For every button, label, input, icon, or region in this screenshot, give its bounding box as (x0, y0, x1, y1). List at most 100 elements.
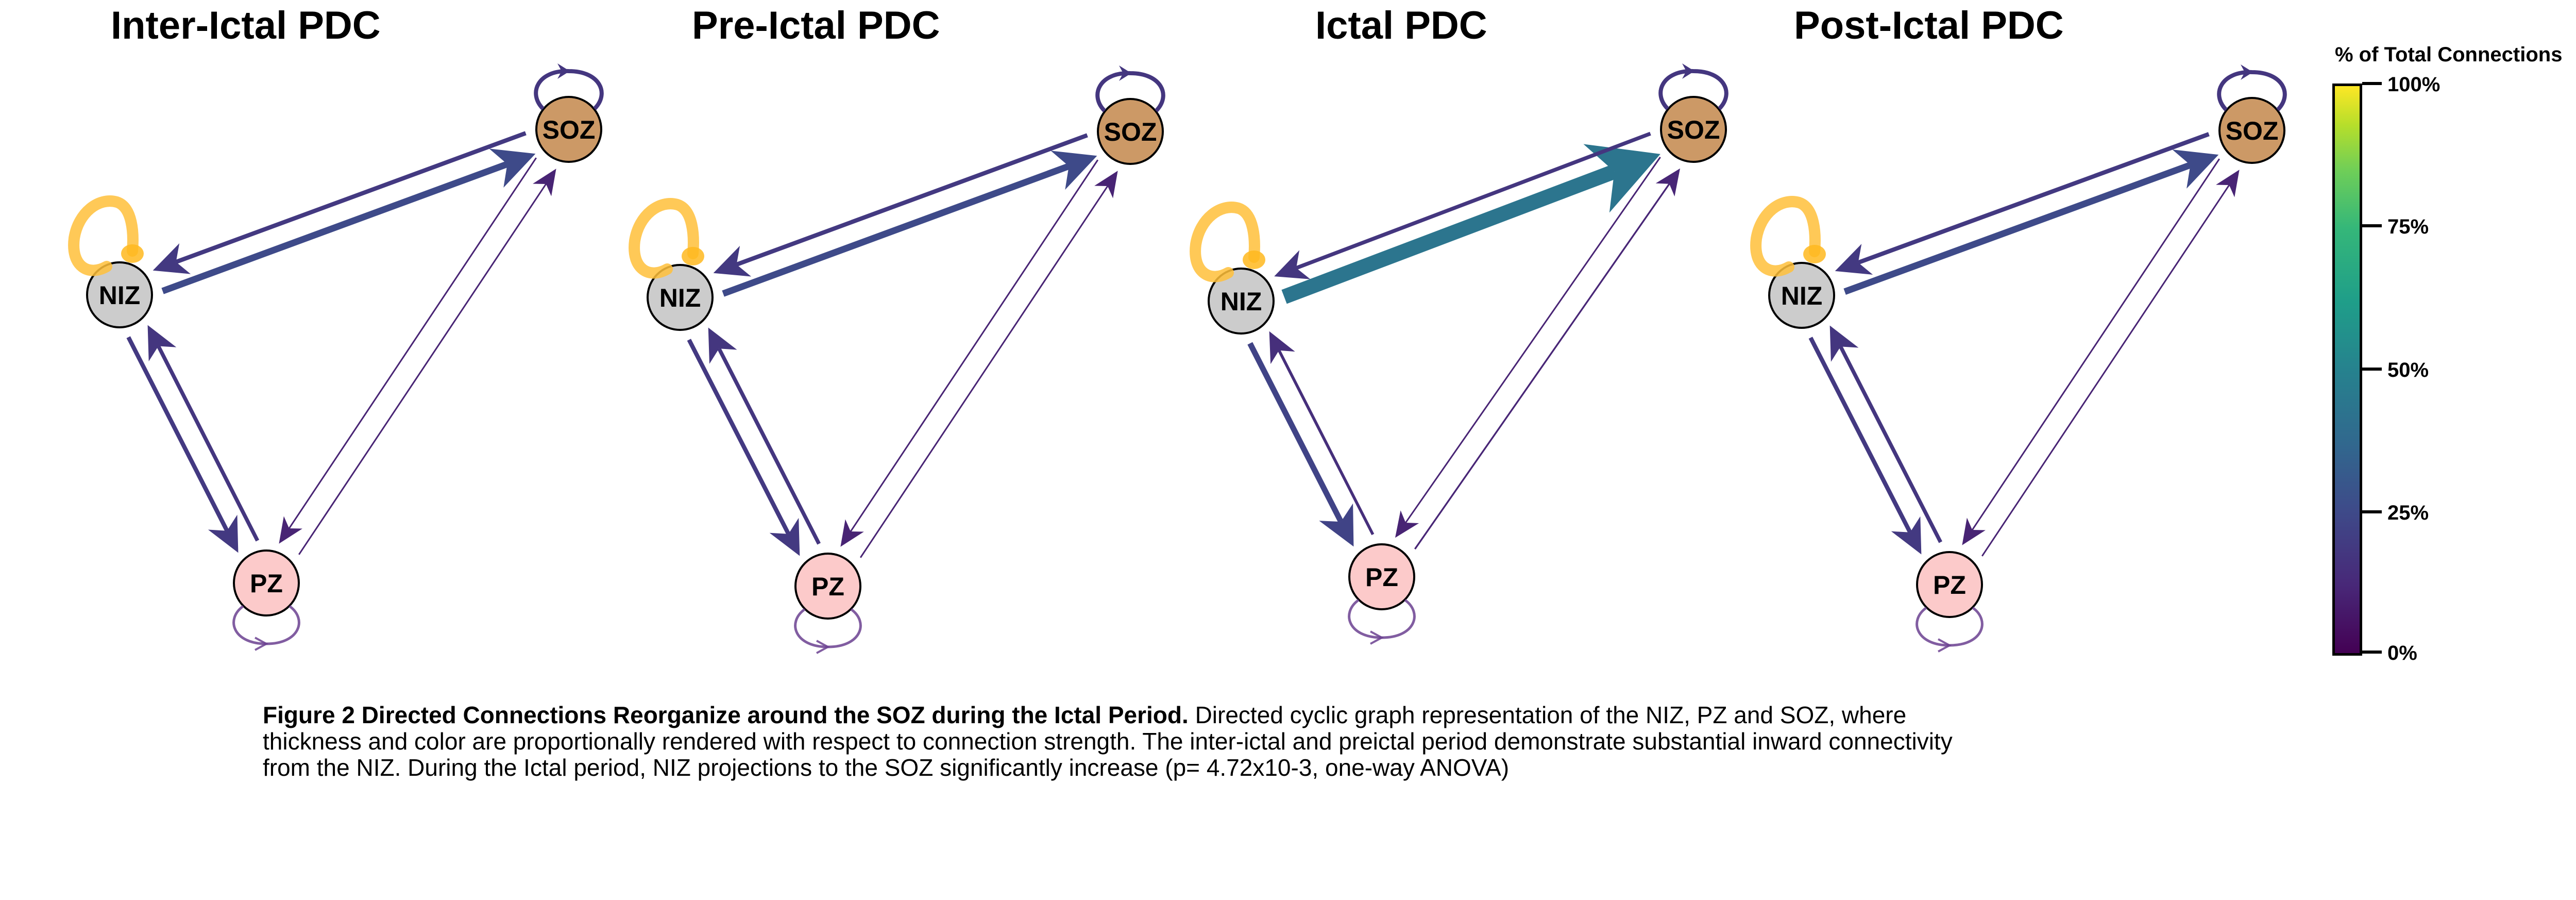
self-loop-niz (1750, 196, 1821, 277)
edge-niz-to-pz (1808, 337, 1912, 534)
node-soz (1097, 98, 1164, 165)
arrowhead-pz-to-soz (2216, 170, 2240, 197)
edge-pz-to-soz (859, 186, 1109, 558)
node-label-pz: PZ (811, 572, 844, 601)
node-soz (535, 96, 602, 163)
colorbar-label-50: 50% (2387, 359, 2429, 381)
node-label-niz: NIZ (1221, 287, 1262, 316)
node-label-pz: PZ (1933, 571, 1966, 599)
arrowhead-pz-to-soz (1655, 168, 1681, 197)
edge-soz-to-niz (1295, 131, 1651, 270)
panel-title-pre-ictal: Pre-Ictal PDC (692, 4, 940, 47)
node-niz (647, 264, 714, 331)
edge-soz-to-pz (1971, 158, 2221, 530)
arrowhead-self-loop-pz (816, 640, 831, 654)
edge-pz-to-soz (298, 184, 547, 555)
self-loop-niz (629, 198, 699, 279)
caption-title: Figure 2 Directed Connections Reorganize… (263, 702, 1189, 728)
arrowhead-niz-to-pz (769, 518, 800, 556)
caption-body: Directed cyclic graph representation of … (263, 702, 1953, 781)
arrowhead-self-loop-soz (2241, 64, 2253, 80)
arrowhead-self-loop-niz (682, 247, 704, 265)
arrowhead-self-loop-niz (1243, 251, 1265, 269)
node-label-niz: NIZ (659, 284, 701, 312)
arrowhead-self-loop-soz (1119, 65, 1131, 81)
node-soz (1660, 96, 1727, 163)
node-pz (794, 553, 861, 620)
colorbar-label-100: 100% (2387, 73, 2441, 96)
arrowhead-self-loop-niz (1803, 245, 1826, 263)
arrowhead-soz-to-niz (1274, 250, 1311, 279)
arrowhead-niz-to-pz (1319, 503, 1354, 547)
arrowhead-pz-to-niz (147, 325, 177, 361)
edge-niz-to-pz (687, 339, 791, 535)
colorbar-tick-50 (2362, 368, 2382, 371)
node-pz (1348, 543, 1415, 610)
arrowhead-soz-to-niz (152, 243, 191, 274)
arrowhead-niz-to-soz (1583, 144, 1660, 213)
figure: Inter-Ictal PDC Pre-Ictal PDC Ictal PDC … (68, 4, 2287, 654)
arrowhead-pz-to-niz (1829, 325, 1859, 362)
edge-pz-to-niz (717, 347, 821, 545)
edge-niz-to-soz (1281, 164, 1617, 304)
edge-pz-to-niz (157, 345, 260, 542)
arrowhead-niz-to-soz (1050, 151, 1097, 190)
self-loop-niz (68, 195, 139, 276)
edge-pz-to-niz (1839, 345, 1942, 543)
arrowhead-soz-to-pz (840, 519, 864, 547)
arrowhead-self-loop-pz (1370, 630, 1384, 645)
arrowhead-niz-to-soz (2172, 149, 2219, 189)
node-soz (2218, 97, 2285, 164)
arrowhead-soz-to-niz (713, 245, 752, 277)
node-niz (1768, 262, 1835, 329)
edge-soz-to-pz (850, 159, 1099, 532)
colorbar-label-25: 25% (2387, 502, 2429, 524)
edge-pz-to-soz (1414, 183, 1670, 550)
panel-title-inter-ictal: Inter-Ictal PDC (111, 4, 381, 47)
colorbar-label-75: 75% (2387, 215, 2429, 238)
node-pz (233, 549, 300, 616)
arrowhead-soz-to-pz (1395, 510, 1419, 538)
edge-soz-to-pz (288, 157, 537, 529)
edge-pz-to-soz (1981, 185, 2230, 557)
edge-soz-to-niz (175, 131, 527, 264)
colorbar-label-0: 0% (2387, 642, 2417, 664)
edge-soz-to-niz (1857, 132, 2210, 265)
edge-niz-to-soz (1843, 162, 2192, 295)
edge-niz-to-soz (722, 163, 1070, 297)
arrowhead-pz-to-soz (532, 169, 556, 196)
colorbar-tick-25 (2362, 510, 2382, 513)
arrowhead-self-loop-niz (121, 244, 144, 263)
node-niz (1208, 268, 1275, 335)
colorbar-tick-0 (2362, 651, 2382, 654)
graph-panel-0: NIZ SOZ PZ (68, 63, 604, 651)
arrowhead-self-loop-soz (557, 63, 570, 79)
arrowhead-niz-to-soz (489, 148, 536, 188)
figure-caption: Figure 2 Directed Connections Reorganize… (263, 702, 1963, 781)
arrowhead-niz-to-pz (208, 514, 239, 553)
node-niz (86, 261, 153, 328)
node-pz (1916, 551, 1983, 618)
arrowhead-soz-to-niz (1835, 244, 1873, 275)
edge-niz-to-soz (161, 161, 509, 294)
node-label-niz: NIZ (99, 281, 141, 310)
edge-niz-to-pz (1247, 342, 1344, 523)
edge-niz-to-pz (126, 336, 229, 532)
panel-title-post-ictal: Post-Ictal PDC (1794, 4, 2064, 47)
arrowhead-pz-to-niz (708, 327, 737, 364)
node-label-pz: PZ (1365, 563, 1398, 592)
panel-title-ictal: Ictal PDC (1315, 4, 1487, 47)
arrowhead-pz-to-niz (1269, 331, 1295, 364)
edge-soz-to-niz (736, 133, 1088, 267)
node-label-niz: NIZ (1781, 281, 1823, 310)
arrowhead-self-loop-pz (1938, 638, 1952, 653)
edge-pz-to-niz (1278, 349, 1375, 536)
colorbar-title: % of Total Connections (2335, 43, 2563, 66)
node-label-soz: SOZ (543, 115, 596, 144)
edge-soz-to-pz (1405, 157, 1661, 523)
arrowhead-self-loop-soz (1682, 63, 1694, 79)
node-label-pz: PZ (250, 569, 283, 598)
